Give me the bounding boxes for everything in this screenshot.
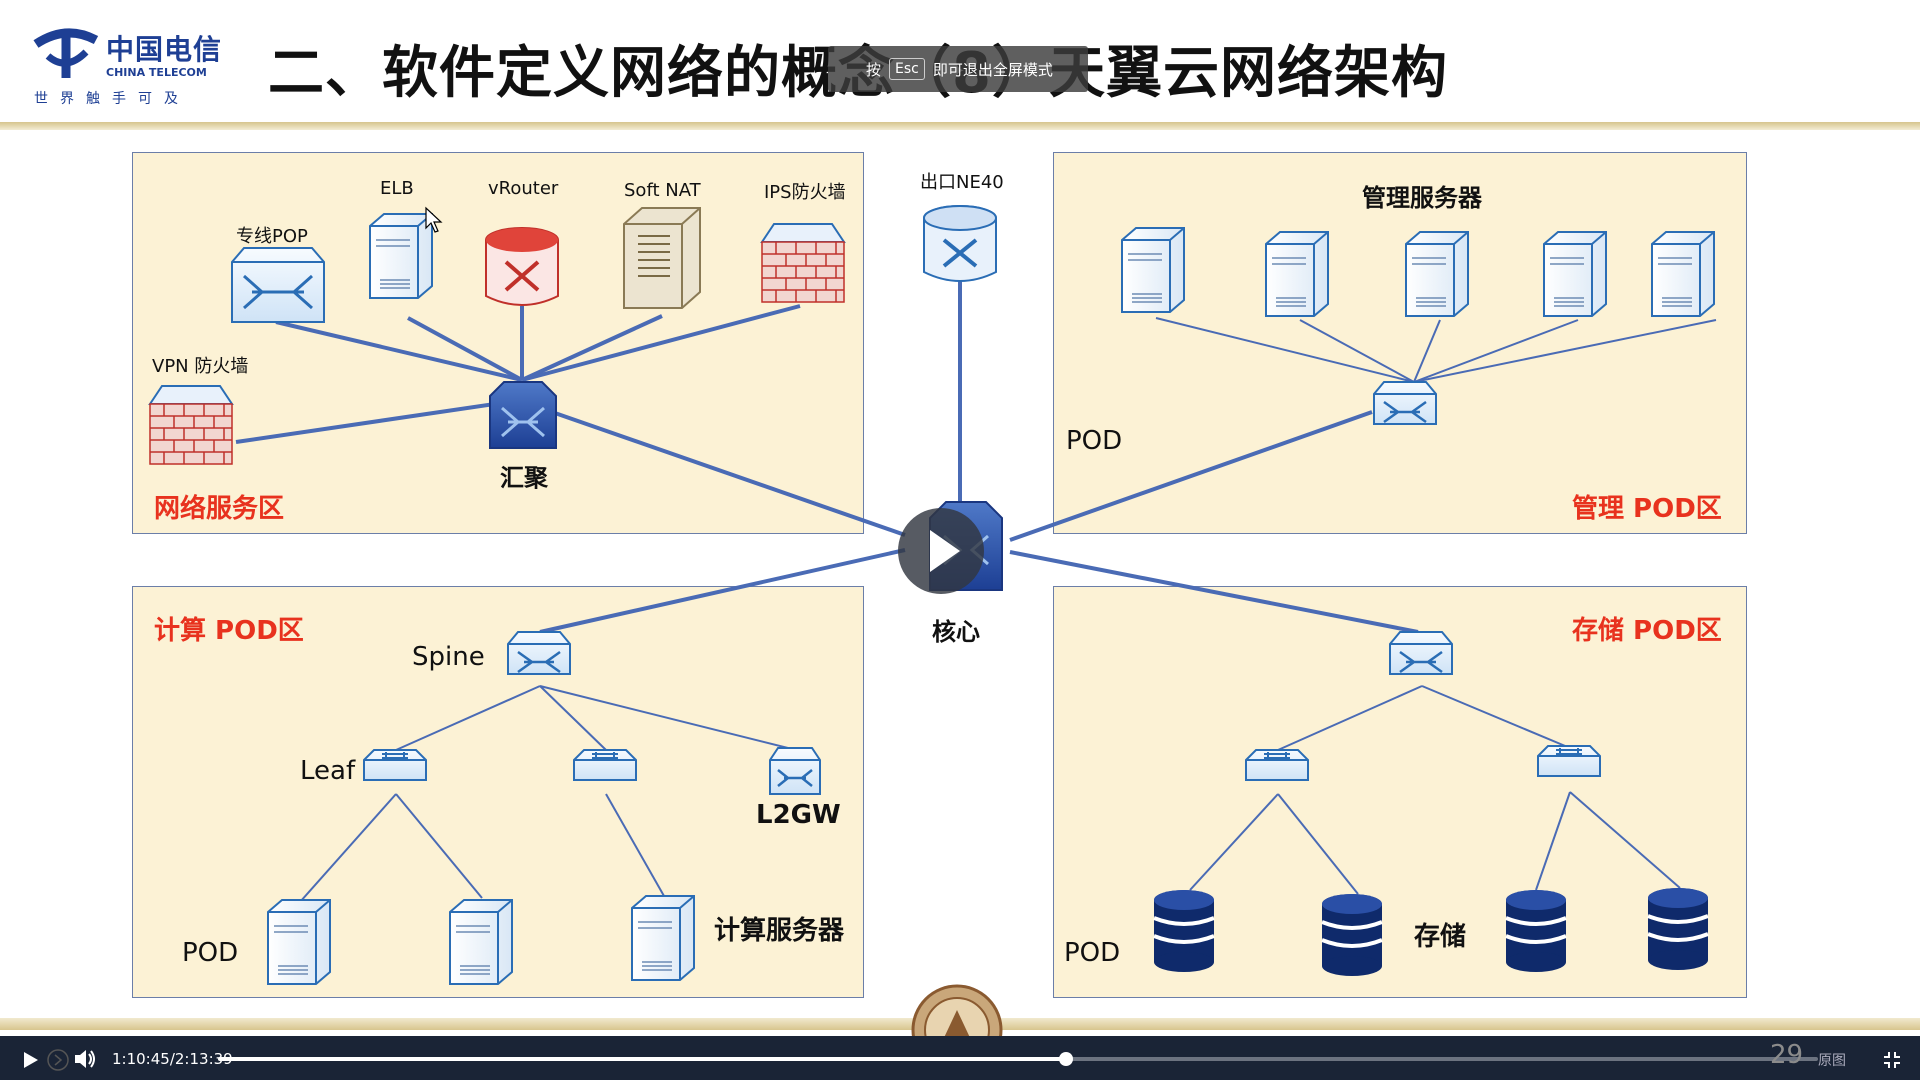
vrouter-icon (485, 227, 559, 306)
label-soft-nat: Soft NAT (624, 180, 701, 201)
progress-fill (218, 1057, 1066, 1061)
label-leaf: Leaf (300, 756, 356, 786)
vpn-firewall-icon (149, 385, 233, 465)
storage-db-3-icon (1504, 888, 1568, 974)
zone-label-compute: 计算 POD区 (154, 616, 304, 646)
mgmt-server-4-icon (1543, 231, 1607, 317)
label-elb: ELB (380, 178, 414, 199)
compute-server-2-icon (449, 899, 513, 985)
storage-db-2-icon (1320, 892, 1384, 978)
network-links (235, 280, 1419, 634)
next-button[interactable] (44, 1046, 72, 1074)
compute-server-1-icon (267, 899, 331, 985)
storage-leaf-2-icon (1537, 745, 1601, 777)
label-compute-servers: 计算服务器 (714, 916, 845, 946)
zone-label-mgmt: 管理 POD区 (1572, 494, 1722, 524)
slide-page-number: 29 (1770, 1040, 1804, 1070)
play-button[interactable] (16, 1046, 44, 1074)
label-mgmt-servers: 管理服务器 (1362, 184, 1482, 212)
exit-fullscreen-button[interactable] (1880, 1048, 1904, 1072)
toast-suffix: 即可退出全屏模式 (932, 60, 1053, 79)
volume-icon (75, 1050, 95, 1068)
mgmt-switch-icon (1372, 380, 1438, 426)
label-compute-pod: POD (182, 938, 239, 968)
label-ips: IPS防火墙 (764, 182, 846, 203)
storage-db-4-icon (1646, 886, 1710, 972)
center-play-button[interactable] (898, 508, 984, 594)
storage-leaf-1-icon (1245, 749, 1309, 781)
telecom-swirl-icon (33, 28, 99, 78)
mgmt-server-2-icon (1265, 231, 1329, 317)
logo-english-text: CHINA TELECOM (106, 66, 207, 79)
label-vpn: VPN 防火墙 (152, 356, 249, 377)
exit-fullscreen-icon (1884, 1052, 1900, 1068)
access-links (299, 317, 1717, 903)
progress-knob[interactable] (1059, 1052, 1073, 1066)
soft-nat-server-icon (623, 207, 701, 309)
label-pop: 专线POP (236, 226, 308, 247)
elb-server-icon (369, 213, 433, 299)
label-vrouter: vRouter (488, 178, 559, 199)
play-small-icon (24, 1052, 38, 1068)
management-pod-zone (1053, 152, 1747, 534)
volume-button[interactable] (70, 1044, 100, 1074)
l2gw-switch-icon (769, 747, 821, 795)
play-icon (930, 530, 960, 572)
storage-db-1-icon (1152, 888, 1216, 974)
storage-spine-switch-icon (1388, 630, 1454, 676)
exit-fullscreen-toast: 按 Esc 即可退出全屏模式 (828, 46, 1088, 92)
label-l2gw: L2GW (756, 800, 841, 830)
label-egress: 出口NE40 (920, 172, 1004, 193)
china-telecom-logo: 中国电信 CHINA TELECOM 世界触手可及 (30, 22, 230, 112)
egress-router-icon (923, 205, 997, 282)
playback-time: 1:10:45/2:13:39 (112, 1050, 233, 1068)
leaf-switch-2-icon (573, 749, 637, 781)
label-core: 核心 (932, 618, 980, 646)
compute-server-3-icon (631, 895, 695, 981)
zone-label-storage: 存储 POD区 (1572, 616, 1722, 646)
spine-switch-icon (506, 630, 572, 676)
leaf-switch-1-icon (363, 749, 427, 781)
toast-prefix: 按 (866, 60, 882, 79)
logo-chinese-text: 中国电信 (106, 33, 223, 66)
label-storage: 存储 (1414, 922, 1467, 952)
next-icon (47, 1049, 69, 1071)
mgmt-server-3-icon (1405, 231, 1469, 317)
zone-label-network: 网络服务区 (154, 494, 285, 524)
logo-slogan: 世界触手可及 (34, 91, 190, 107)
label-aggregation: 汇聚 (500, 464, 548, 492)
label-mgmt-pod: POD (1066, 426, 1123, 456)
mgmt-server-5-icon (1651, 231, 1715, 317)
esc-key-label: Esc (889, 58, 925, 80)
label-storage-pod: POD (1064, 938, 1121, 968)
mouse-cursor-icon (425, 206, 443, 233)
pop-switch-icon (231, 247, 325, 323)
ips-firewall-icon (761, 223, 845, 303)
aggregation-switch-icon (489, 381, 557, 449)
network-service-zone (132, 152, 864, 534)
header-divider (0, 122, 1920, 130)
original-image-button[interactable]: 原图 (1818, 1053, 1846, 1069)
label-spine: Spine (412, 642, 485, 672)
mgmt-server-1-icon (1121, 227, 1185, 313)
